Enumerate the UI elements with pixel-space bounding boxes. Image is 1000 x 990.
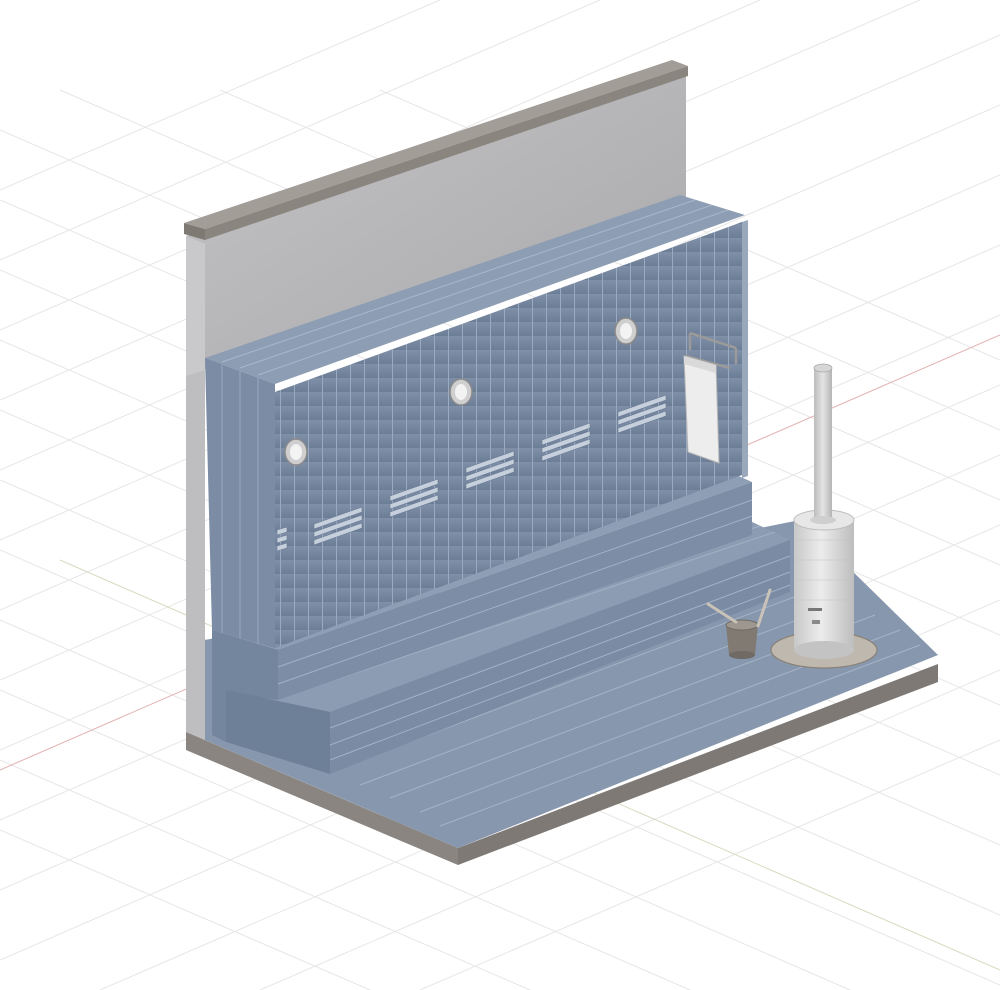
vent-icon bbox=[541, 422, 591, 462]
wall-lamps bbox=[284, 317, 638, 466]
vent-slats bbox=[276, 394, 667, 552]
back-wall-lower bbox=[186, 370, 205, 740]
stove-door-handle bbox=[808, 608, 822, 611]
wall-cap-top bbox=[184, 60, 688, 229]
stove-control bbox=[812, 620, 820, 624]
vent-icon bbox=[389, 478, 439, 518]
back-wall bbox=[186, 70, 686, 376]
wall-cap-front bbox=[205, 66, 688, 240]
stove bbox=[793, 509, 855, 659]
base-slab-right bbox=[458, 664, 938, 865]
backrest-top bbox=[205, 195, 745, 384]
wall-cap-side bbox=[184, 223, 205, 240]
side-panel-planks bbox=[221, 365, 259, 645]
lamp-icon bbox=[449, 378, 473, 406]
lower-side-panel bbox=[212, 630, 278, 742]
side-post bbox=[742, 220, 748, 478]
towel-fold bbox=[684, 356, 716, 373]
ladle bbox=[706, 588, 772, 628]
water-bucket bbox=[725, 619, 759, 659]
chimney-pipe bbox=[810, 363, 836, 524]
vent-icon bbox=[313, 506, 363, 546]
backrest-top-planks bbox=[221, 199, 729, 376]
vent-icon bbox=[465, 450, 515, 490]
lamp-icon bbox=[284, 438, 308, 466]
base-slab-front bbox=[186, 732, 458, 865]
bench-lower-side bbox=[226, 690, 330, 774]
towel-rail bbox=[685, 331, 738, 370]
lamp-icon bbox=[614, 317, 638, 345]
bench-upper-front bbox=[278, 482, 752, 700]
vent-icon bbox=[276, 526, 288, 552]
vent-icon bbox=[617, 394, 667, 434]
